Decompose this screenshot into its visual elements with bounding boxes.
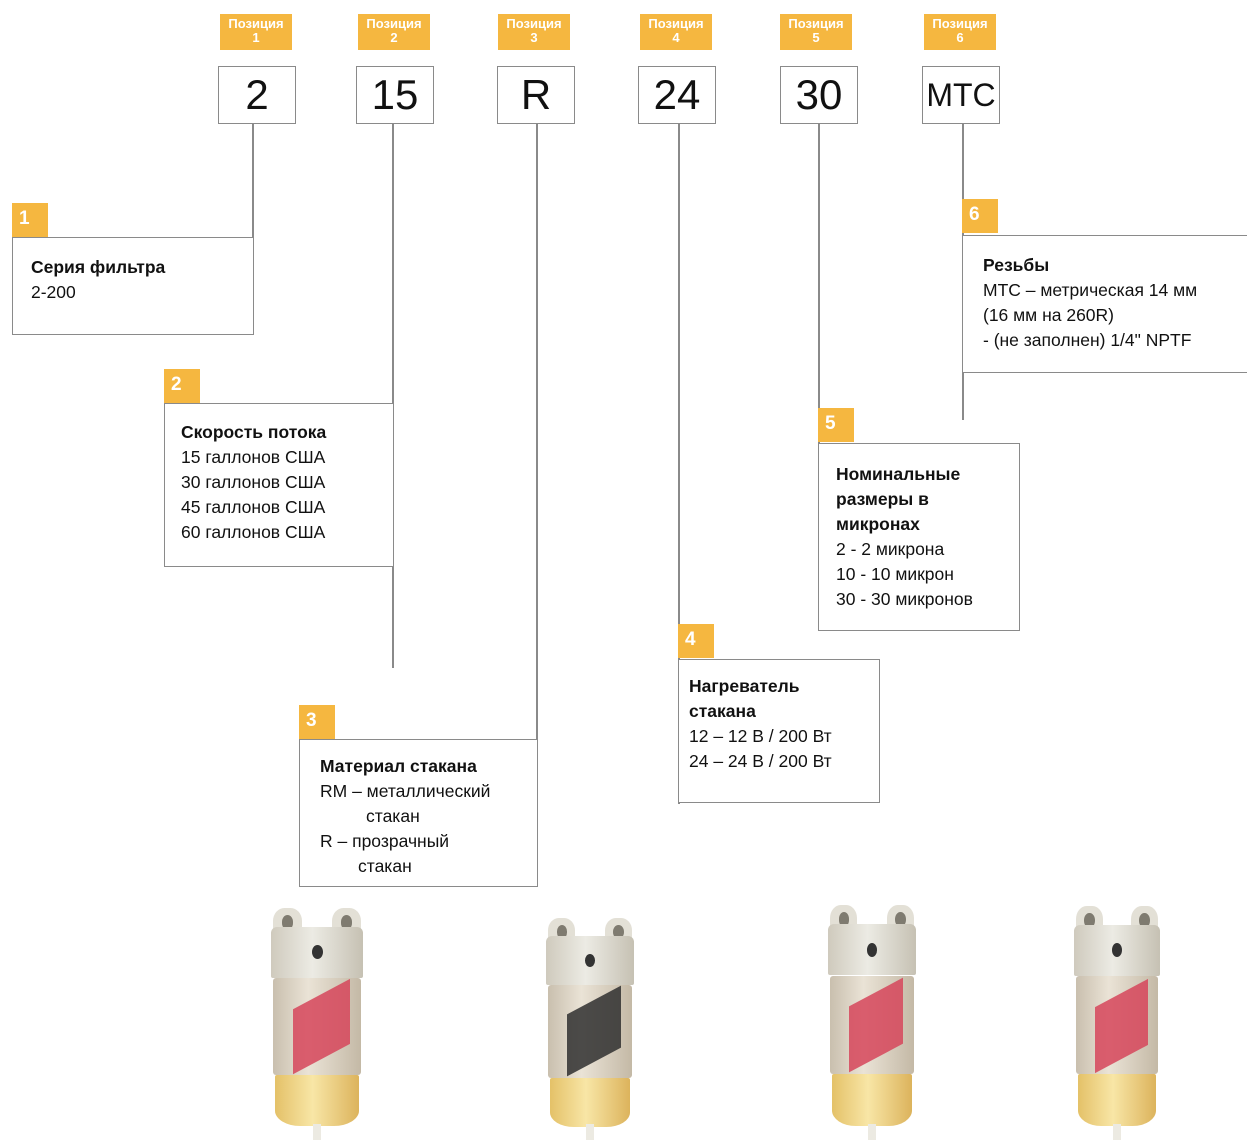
info-box-flow-rate: Скорость потока 15 галлонов США 30 галло… [164, 403, 394, 567]
filter-product-image-1 [262, 908, 372, 1140]
code-box-4: 24 [638, 66, 716, 124]
connector-line-3 [536, 124, 538, 886]
filter-product-image-2 [538, 918, 642, 1140]
code-box-3: R [497, 66, 575, 124]
info-box-bowl-material: Материал стакана RM – металлический стак… [299, 739, 538, 887]
badge-2: 2 [164, 369, 200, 403]
code-box-6: MTC [922, 66, 1000, 124]
code-box-5: 30 [780, 66, 858, 124]
connector-line-2 [392, 124, 394, 668]
box-title: размеры в [836, 489, 929, 509]
box-title: микронах [836, 514, 920, 534]
badge-5: 5 [818, 408, 854, 442]
info-box-bowl-heater: Нагреватель стакана 12 – 12 В / 200 Вт 2… [678, 659, 880, 803]
box-title: стакана [689, 701, 756, 721]
code-box-2: 15 [356, 66, 434, 124]
badge-4: 4 [678, 624, 714, 658]
badge-1: 1 [12, 203, 48, 237]
connector-line-5 [818, 124, 820, 630]
connector-line-4 [678, 124, 680, 804]
info-box-filter-series: Серия фильтра 2-200 [12, 237, 254, 335]
box-title: Материал стакана [320, 756, 477, 776]
box-title: Нагреватель [689, 676, 800, 696]
box-title: Номинальные [836, 464, 961, 484]
filter-product-image-4 [1066, 906, 1168, 1140]
box-title: Скорость потока [181, 422, 327, 442]
box-title: Резьбы [983, 255, 1050, 275]
connector-line-1 [252, 124, 254, 238]
badge-3: 3 [299, 705, 335, 739]
filter-product-image-3 [820, 905, 924, 1140]
code-box-1: 2 [218, 66, 296, 124]
badge-6: 6 [962, 199, 998, 233]
info-box-micron-rating: Номинальные размеры в микронах 2 - 2 мик… [818, 443, 1020, 631]
box-title: Серия фильтра [31, 257, 166, 277]
info-box-threads: Резьбы MTC – метрическая 14 мм (16 мм на… [962, 235, 1247, 373]
